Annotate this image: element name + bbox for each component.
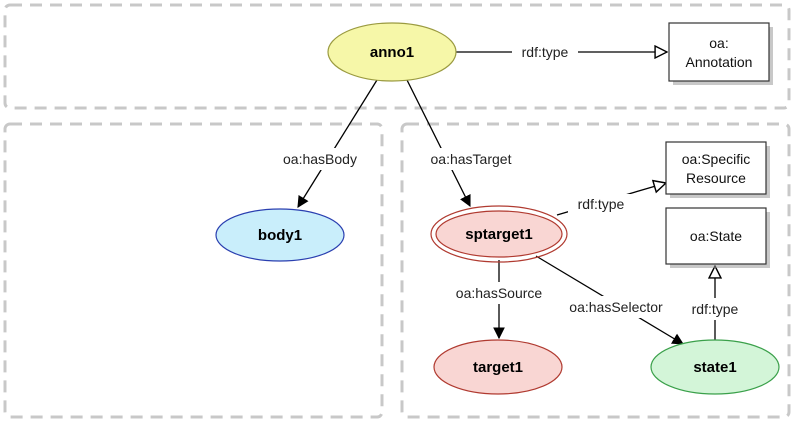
node-body1: body1 — [215, 208, 345, 262]
node-state1: state1 — [650, 339, 780, 395]
class-annotation-line2: Annotation — [686, 54, 753, 70]
class-state-label: oa:State — [690, 228, 742, 244]
node-anno1-label: anno1 — [370, 44, 414, 61]
edge-label-has-body: oa:hasBody — [283, 151, 357, 167]
class-specific-resource-line1: oa:Specific — [682, 151, 750, 167]
class-box-annotation — [668, 22, 770, 82]
node-target1-label: target1 — [473, 359, 523, 376]
target-region — [400, 122, 791, 419]
edge-label-state-type: rdf:type — [692, 301, 739, 317]
edge-label-anno1-type: rdf:type — [522, 44, 569, 60]
class-box-state — [665, 207, 767, 265]
edge-label-has-source: oa:hasSource — [456, 285, 543, 301]
edge-label-sptarget-type: rdf:type — [578, 196, 625, 212]
class-box-specific-resource — [665, 141, 767, 195]
node-sptarget1: sptarget1 — [430, 205, 568, 263]
top-region — [3, 3, 791, 110]
node-state1-label: state1 — [693, 359, 736, 376]
node-sptarget1-label: sptarget1 — [465, 226, 533, 243]
edge-label-has-target: oa:hasTarget — [431, 151, 512, 167]
class-specific-resource-line2: Resource — [686, 170, 746, 186]
node-target1: target1 — [433, 339, 563, 395]
class-annotation-line1: oa: — [709, 35, 728, 51]
body-region — [3, 122, 384, 419]
edge-has-target — [406, 79, 471, 208]
node-anno1: anno1 — [327, 22, 457, 82]
edge-label-has-selector: oa:hasSelector — [569, 299, 663, 315]
edge-has-body — [297, 79, 378, 208]
node-body1-label: body1 — [258, 227, 302, 244]
